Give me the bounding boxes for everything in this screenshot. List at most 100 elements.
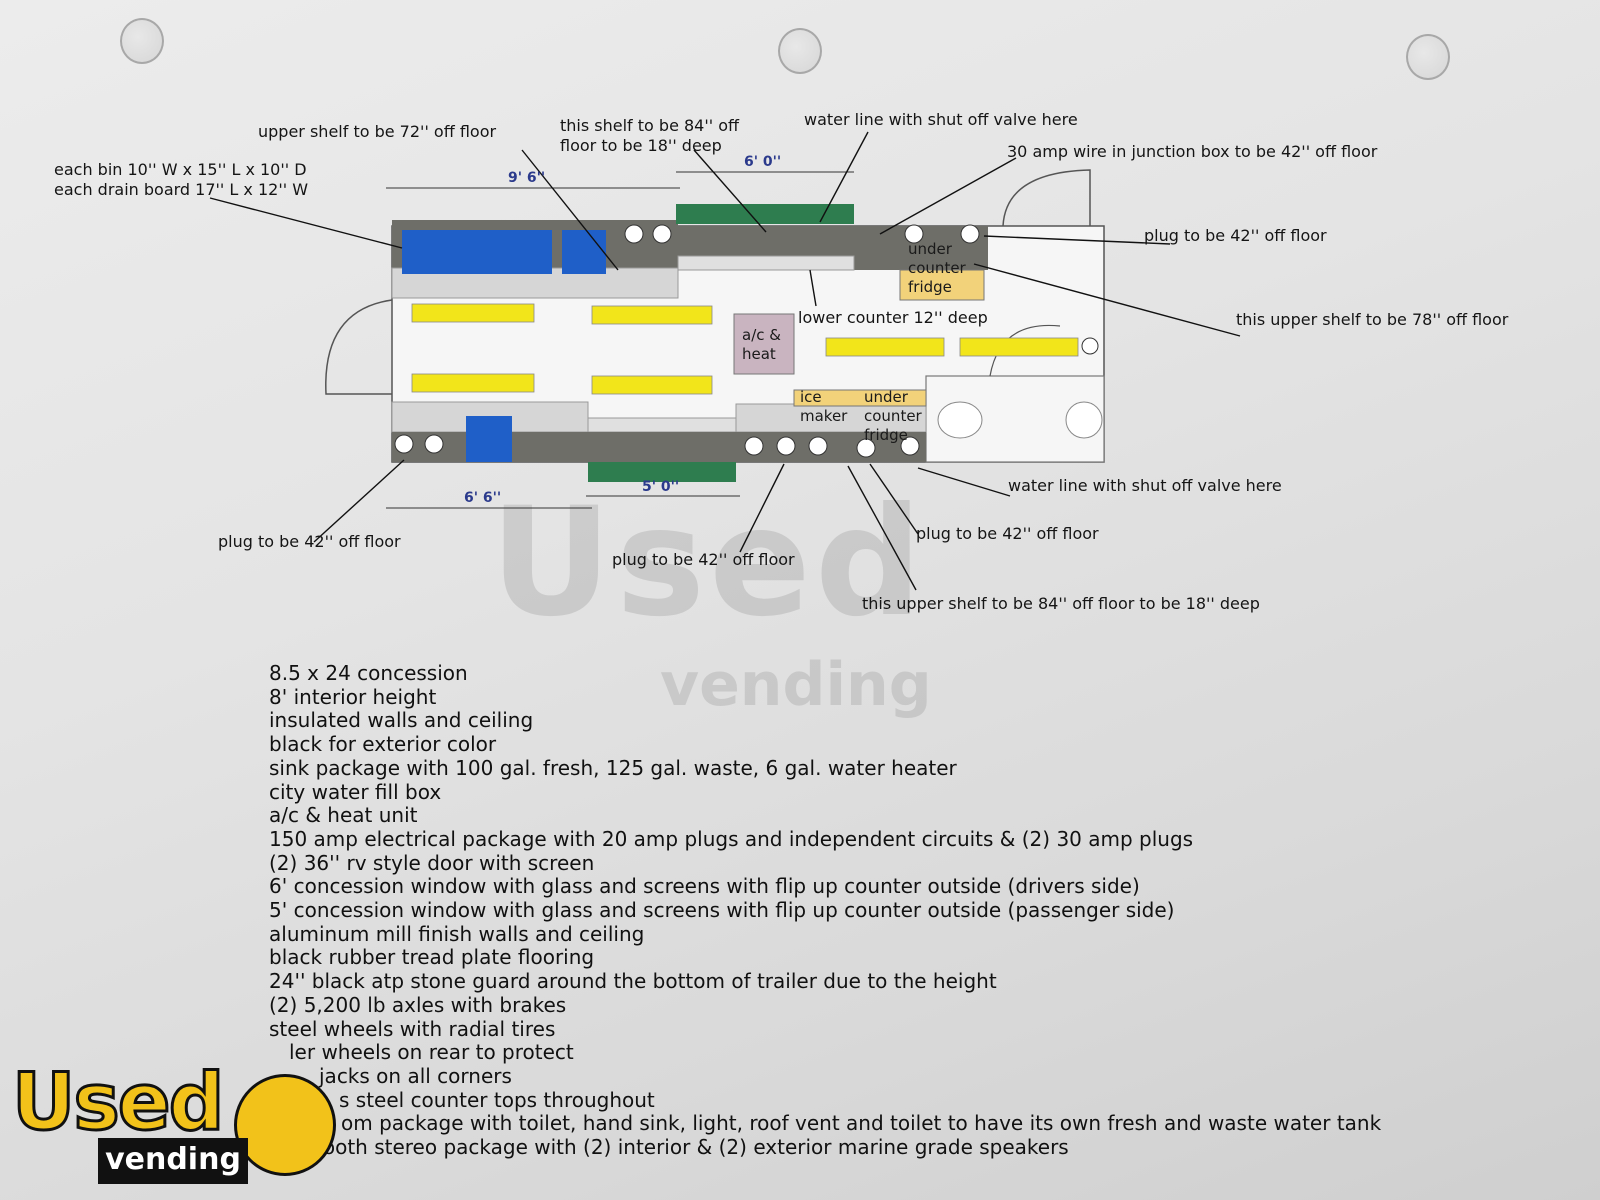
yellow-counter [959,337,1079,357]
plug-icon [652,224,672,244]
dimension-label: 6' 6'' [464,490,502,506]
watermark-vending: vending [660,650,932,720]
used-vending-logo: Used vending [6,1057,336,1198]
spec-item: black for exterior color [269,732,497,757]
leader-line [313,459,405,543]
yellow-counter [411,303,535,323]
logo-vending-text: vending [98,1138,248,1184]
hand-sink [1065,401,1103,439]
logo-used-text: Used [11,1057,226,1150]
bottom-sink [466,416,512,462]
binder-hole [778,28,822,74]
water-line-top-label: water line with shut off valve here [804,110,1078,129]
spec-item: 8.5 x 24 concession [269,661,468,685]
binder-hole [1406,34,1450,80]
leader-line [973,263,1241,337]
plug-icon [856,438,876,458]
bottom-lower-shelf [587,417,737,433]
top-fridge-label: under counter fridge [908,240,966,296]
toilet [937,401,983,439]
water-line-bottom-label: water line with shut off valve here [1008,476,1282,495]
plug-icon [624,224,644,244]
plug-right-top-label: plug to be 42'' off floor [1144,226,1327,245]
top-fridge-box [899,269,985,301]
spec-item: 8' interior height [269,684,437,709]
plug-icon [900,436,920,456]
leader-line [879,157,1017,235]
plug-bottom-left-label: plug to be 42'' off floor [218,532,401,551]
ac-box [733,313,795,375]
drain-board [562,230,606,274]
bottom-green-window [588,462,736,482]
leader-line [809,269,817,307]
plug-icon [394,434,414,454]
plug-bottom-mid-label: plug to be 42'' off floor [612,550,795,569]
leader-line [983,235,1171,245]
spec-item: 24'' black atp stone guard around the bo… [269,969,997,994]
spec-item: 5' concession window with glass and scre… [269,898,1175,923]
upper-shelf-84-bottom-label: this upper shelf to be 84'' off floor to… [862,594,1260,613]
spec-item: aluminum mill finish walls and ceiling [269,921,645,946]
leader-line [209,197,403,249]
upper-shelf-72-label: upper shelf to be 72'' off floor [258,122,497,141]
spec-item: sink package with 100 gal. fresh, 125 ga… [269,755,957,780]
dimension-label: 9' 6'' [508,170,546,186]
spec-item: ler wheels on rear to protect [289,1040,574,1065]
leader-line [819,131,869,223]
plug-icon [808,436,828,456]
shelf-84-label: this shelf to be 84'' off floor to be 18… [560,116,740,155]
spec-item: 6' concession window with glass and scre… [269,874,1140,899]
binder-hole [120,18,164,64]
spec-item: black rubber tread plate flooring [269,945,595,970]
pig-mascot-icon [234,1074,336,1176]
spec-item: steel wheels with radial tires [269,1016,556,1041]
top-door [1002,169,1091,227]
plug-icon [744,436,764,456]
spec-item: a/c & heat unit [269,803,418,828]
leader-line [869,463,919,535]
bins-label: each bin 10'' W x 15'' L x 10'' D each d… [54,160,309,199]
spec-item: tooth stereo package with (2) interior &… [315,1135,1069,1160]
ac-label: a/c & heat [742,326,781,363]
plug-icon [776,436,796,456]
dimension-label: 5' 0'' [642,479,680,495]
yellow-counter [411,373,535,393]
dimension-label: 6' 0'' [744,154,782,170]
sink-bins [402,230,552,274]
top-green-window [676,204,854,224]
bottom-shelf-right [735,403,927,433]
plug-bottom-right-label: plug to be 42'' off floor [916,524,1099,543]
ice-maker-box [793,389,927,407]
spec-item: om package with toilet, hand sink, light… [341,1111,1382,1136]
spec-item: city water fill box [269,779,442,804]
lower-counter-label: lower counter 12'' deep [798,308,988,327]
upper-shelf-78-label: this upper shelf to be 78'' off floor [1236,310,1509,329]
yellow-counter [591,375,713,395]
left-door [325,299,393,395]
plug-icon [960,224,980,244]
top-counter-mid [678,226,854,256]
leader-line [693,149,767,233]
leader-line [739,463,785,553]
spec-item: 150 amp electrical package with 20 amp p… [269,826,1194,851]
watermark-used: Used [490,476,927,650]
ice-maker-label: ice maker [800,388,848,425]
bottom-fridge-label: under counter fridge [864,388,922,444]
spec-item: (2) 5,200 lb axles with brakes [269,992,567,1017]
yellow-counter [825,337,945,357]
spec-list: 8.5 x 24 concession 8' interior height i… [269,661,1382,1160]
spec-item: insulated walls and ceiling [269,708,534,733]
top-lower-shelf [677,255,855,271]
bathroom-door [989,324,1061,377]
plug-icon [1081,337,1099,355]
spec-item: jacks on all corners [319,1063,512,1088]
plug-icon [904,224,924,244]
leader-line [847,465,917,591]
amp-30-label: 30 amp wire in junction box to be 42'' o… [1007,142,1378,161]
plug-icon [424,434,444,454]
spec-item: s steel counter tops throughout [339,1087,655,1112]
leader-line [521,149,619,271]
leader-line [917,467,1011,497]
